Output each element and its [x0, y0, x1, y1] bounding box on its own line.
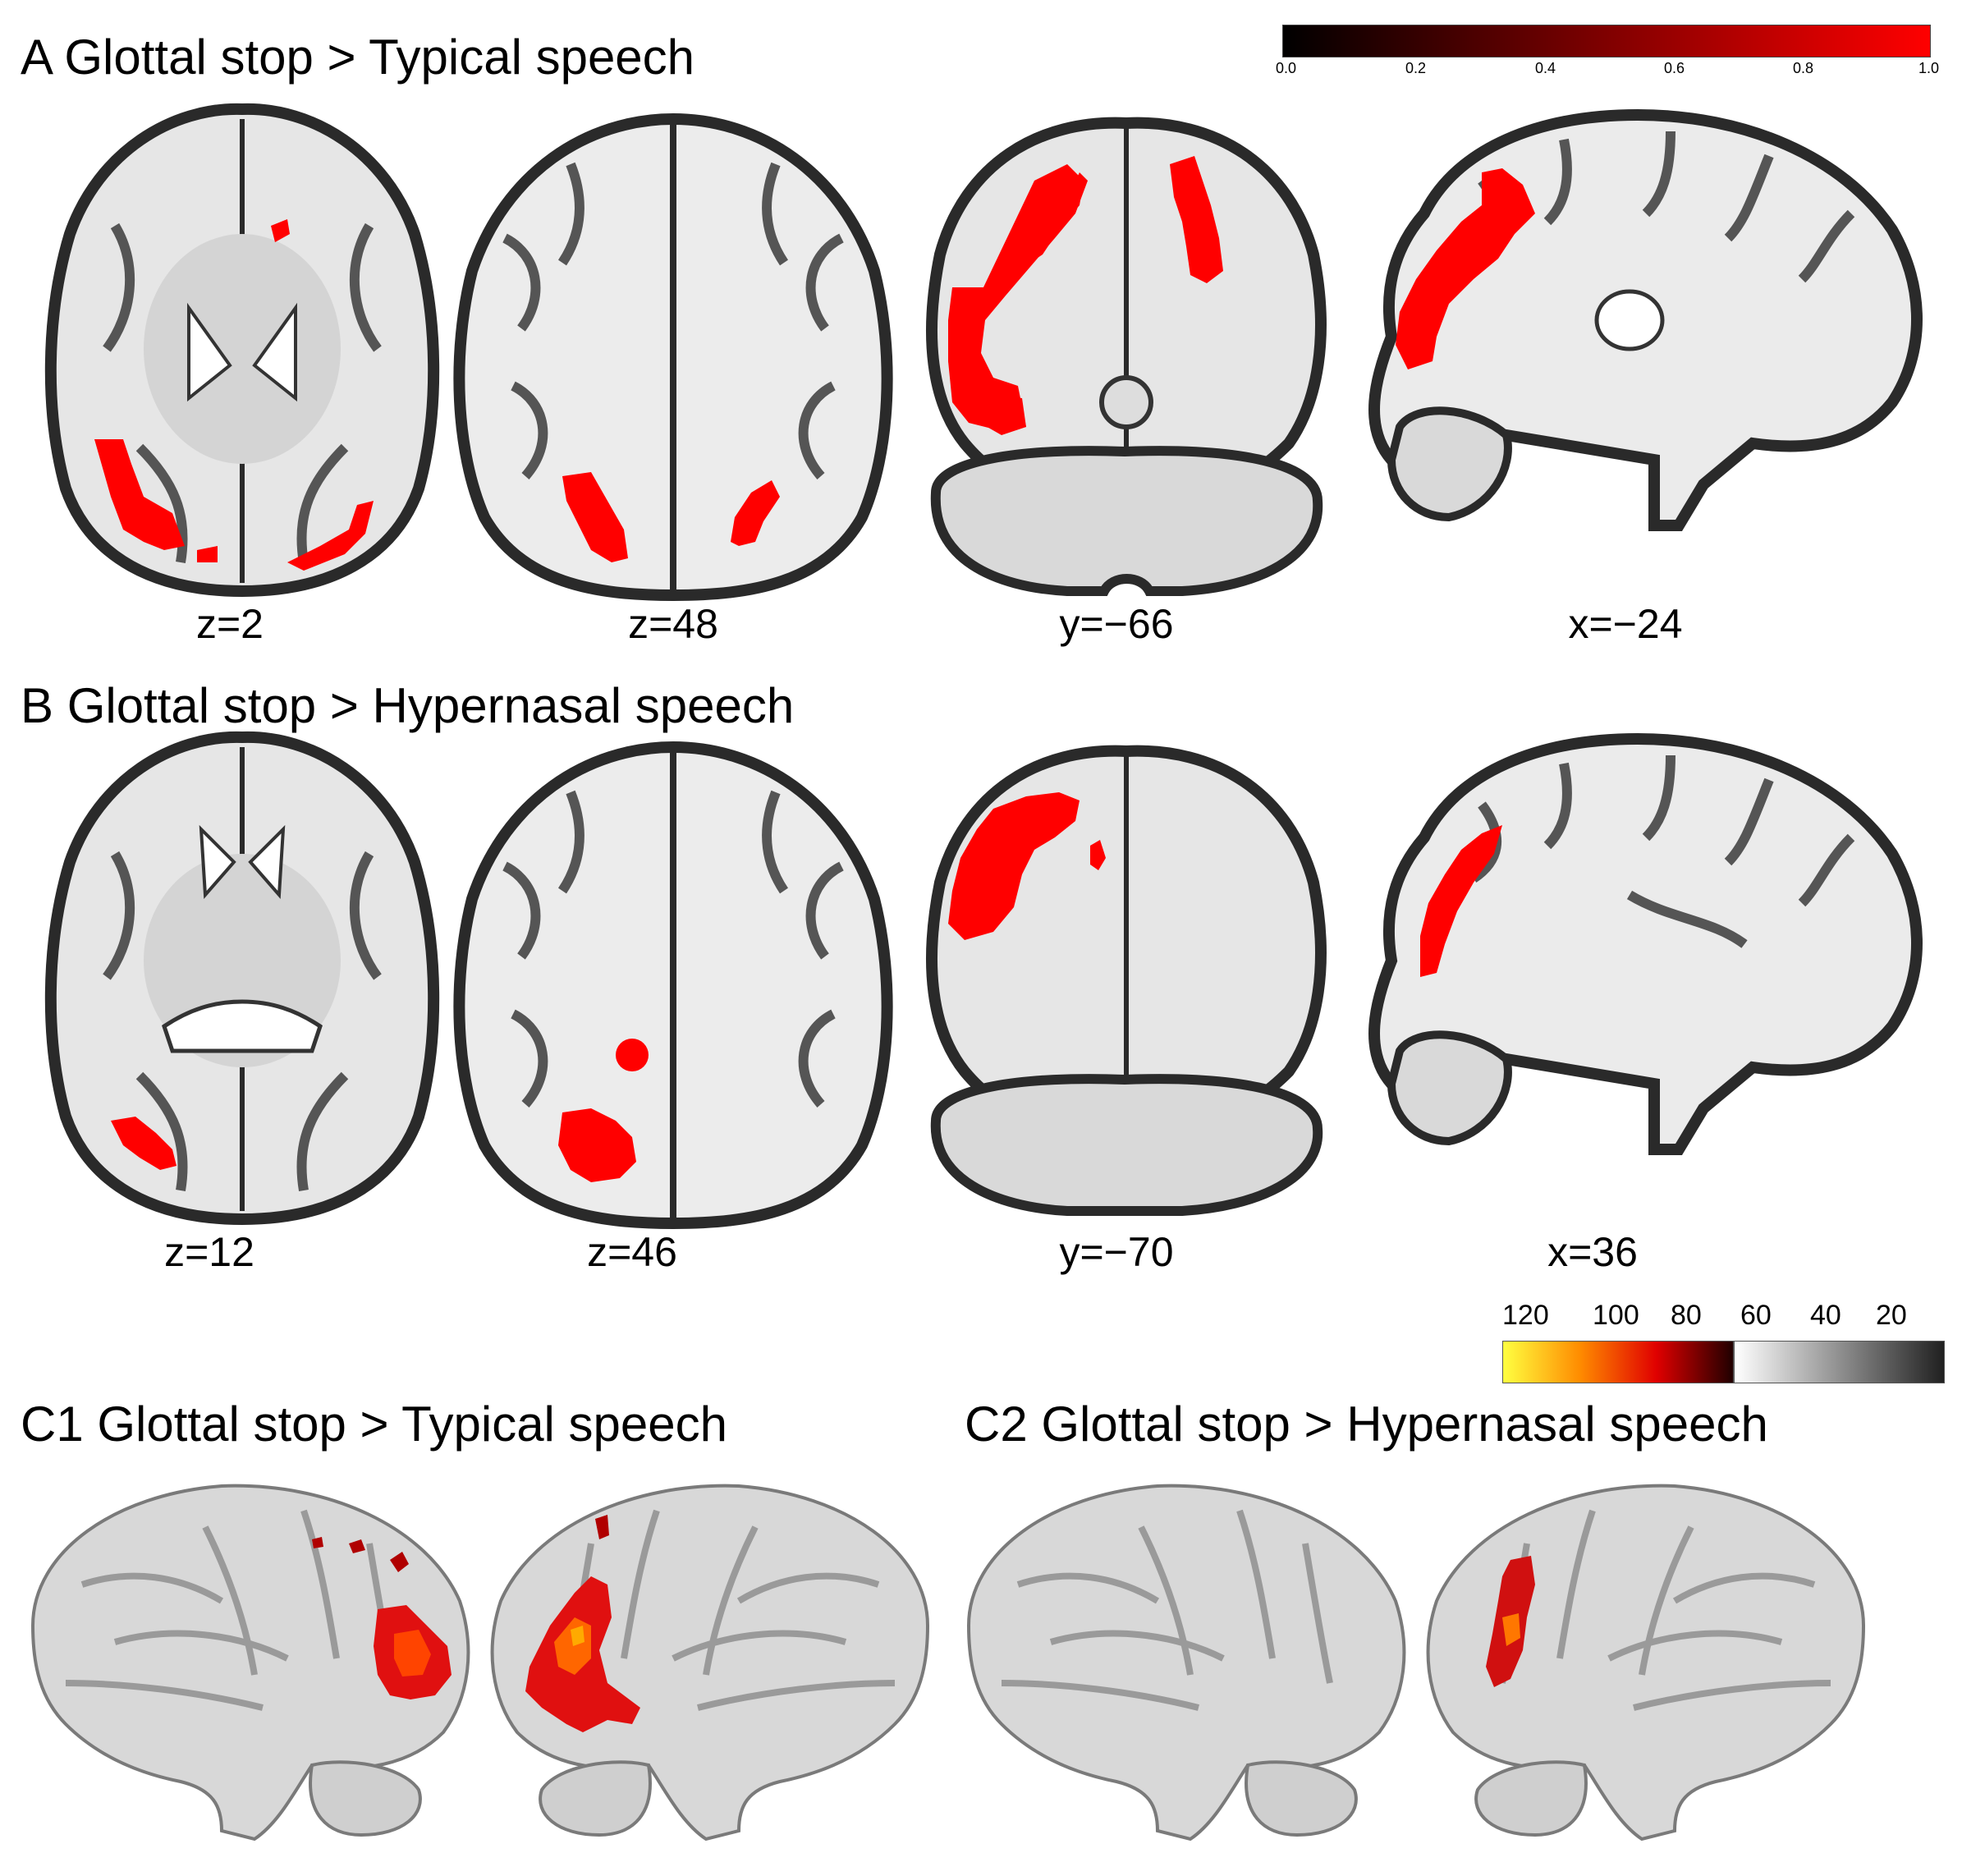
panel-a-slice-axial-2 [453, 112, 893, 602]
colorbar-bottom: 120 100 80 60 40 20 [1502, 1301, 1946, 1392]
panel-b-slice-axial-1 [44, 731, 440, 1226]
coord-label: z=48 [628, 601, 718, 647]
panel-a-slice-coronal [926, 117, 1327, 596]
colorbar-top-tick: 0.6 [1664, 60, 1685, 76]
cerebellum [1474, 1760, 1588, 1837]
coord-label: y=−70 [1059, 1229, 1174, 1275]
activation-blob [394, 1630, 431, 1676]
activation-blob [948, 172, 1088, 435]
activation-blob [1170, 156, 1223, 283]
panel-c2-title: C2 Glottal stop > Hypernasal speech [965, 1397, 1768, 1452]
activation-blob [1396, 168, 1535, 369]
colorbar-bottom-tick: 60 [1740, 1300, 1772, 1331]
panel-a-slice-sagittal [1368, 108, 1923, 531]
activation-blob [571, 1626, 584, 1646]
activation-blob [1420, 825, 1502, 977]
colorbar-top-tick: 0.8 [1793, 60, 1814, 76]
cerebellum [930, 1074, 1323, 1216]
brain-outline [1368, 732, 1923, 1155]
activation-blob [94, 439, 185, 550]
activation-blob [111, 1117, 176, 1170]
panel-b-slice-coronal [926, 745, 1327, 1216]
panel-c1-render-right-hemisphere [490, 1484, 930, 1842]
activation-blob [731, 480, 780, 546]
activation-blob [595, 1515, 609, 1539]
activation-blob [948, 792, 1080, 940]
activation-blob [287, 501, 374, 571]
panel-c2-render-left-hemisphere [966, 1484, 1406, 1842]
colorbar-bottom-tick: 20 [1876, 1300, 1907, 1331]
panel-b-slice-axial-2 [453, 741, 893, 1230]
cerebellum [1245, 1760, 1358, 1837]
panel-b-slice-sagittal [1368, 732, 1923, 1155]
cerebellum [1387, 406, 1512, 522]
cerebellum [1387, 1030, 1512, 1146]
panel-c1-render-left-hemisphere [30, 1484, 470, 1842]
colorbar-bottom-tick: 100 [1593, 1300, 1639, 1331]
coord-label: z=46 [587, 1229, 677, 1275]
activation-blob [558, 1108, 636, 1182]
colorbar-top-tick: 1.0 [1918, 60, 1940, 76]
colorbar-bottom-hot [1502, 1341, 1734, 1383]
colorbar-top-tick: 0.4 [1535, 60, 1556, 76]
activation-blob [562, 472, 628, 562]
colorbar-bottom-tick: 120 [1502, 1300, 1549, 1331]
coord-label: y=−66 [1059, 601, 1174, 647]
coord-label: z=12 [164, 1229, 254, 1275]
activation-blob [197, 546, 218, 562]
panel-b-title: B Glottal stop > Hypernasal speech [21, 678, 795, 733]
panel-c2-render-right-hemisphere [1426, 1484, 1866, 1842]
colorbar-top-gradient [1282, 25, 1931, 57]
colorbar-bottom-gray [1734, 1341, 1945, 1383]
colorbar-top-tick: 0.2 [1405, 60, 1427, 76]
panel-a-slice-axial-1 [44, 103, 440, 598]
coord-label: x=−24 [1568, 601, 1683, 647]
panel-c1-title: C1 Glottal stop > Typical speech [21, 1397, 728, 1452]
coord-label: z=2 [195, 601, 264, 647]
activation-blob [616, 1039, 649, 1071]
activation-blob [312, 1537, 409, 1572]
panel-a-title: A Glottal stop > Typical speech [21, 30, 695, 85]
colorbar-top-tick: 0.0 [1276, 60, 1297, 76]
cerebellum [930, 446, 1323, 596]
cerebellum [539, 1760, 652, 1837]
cerebellum [309, 1760, 422, 1837]
coord-label: x=36 [1547, 1229, 1638, 1275]
activation-blob [1090, 840, 1106, 870]
colorbar-bottom-tick: 80 [1671, 1300, 1702, 1331]
activation-blob [1502, 1613, 1520, 1646]
colorbar-bottom-tick: 40 [1810, 1300, 1841, 1331]
activation-blob [271, 219, 290, 242]
colorbar-top: 0.0 0.2 0.4 0.6 0.8 1.0 [1276, 25, 1939, 76]
